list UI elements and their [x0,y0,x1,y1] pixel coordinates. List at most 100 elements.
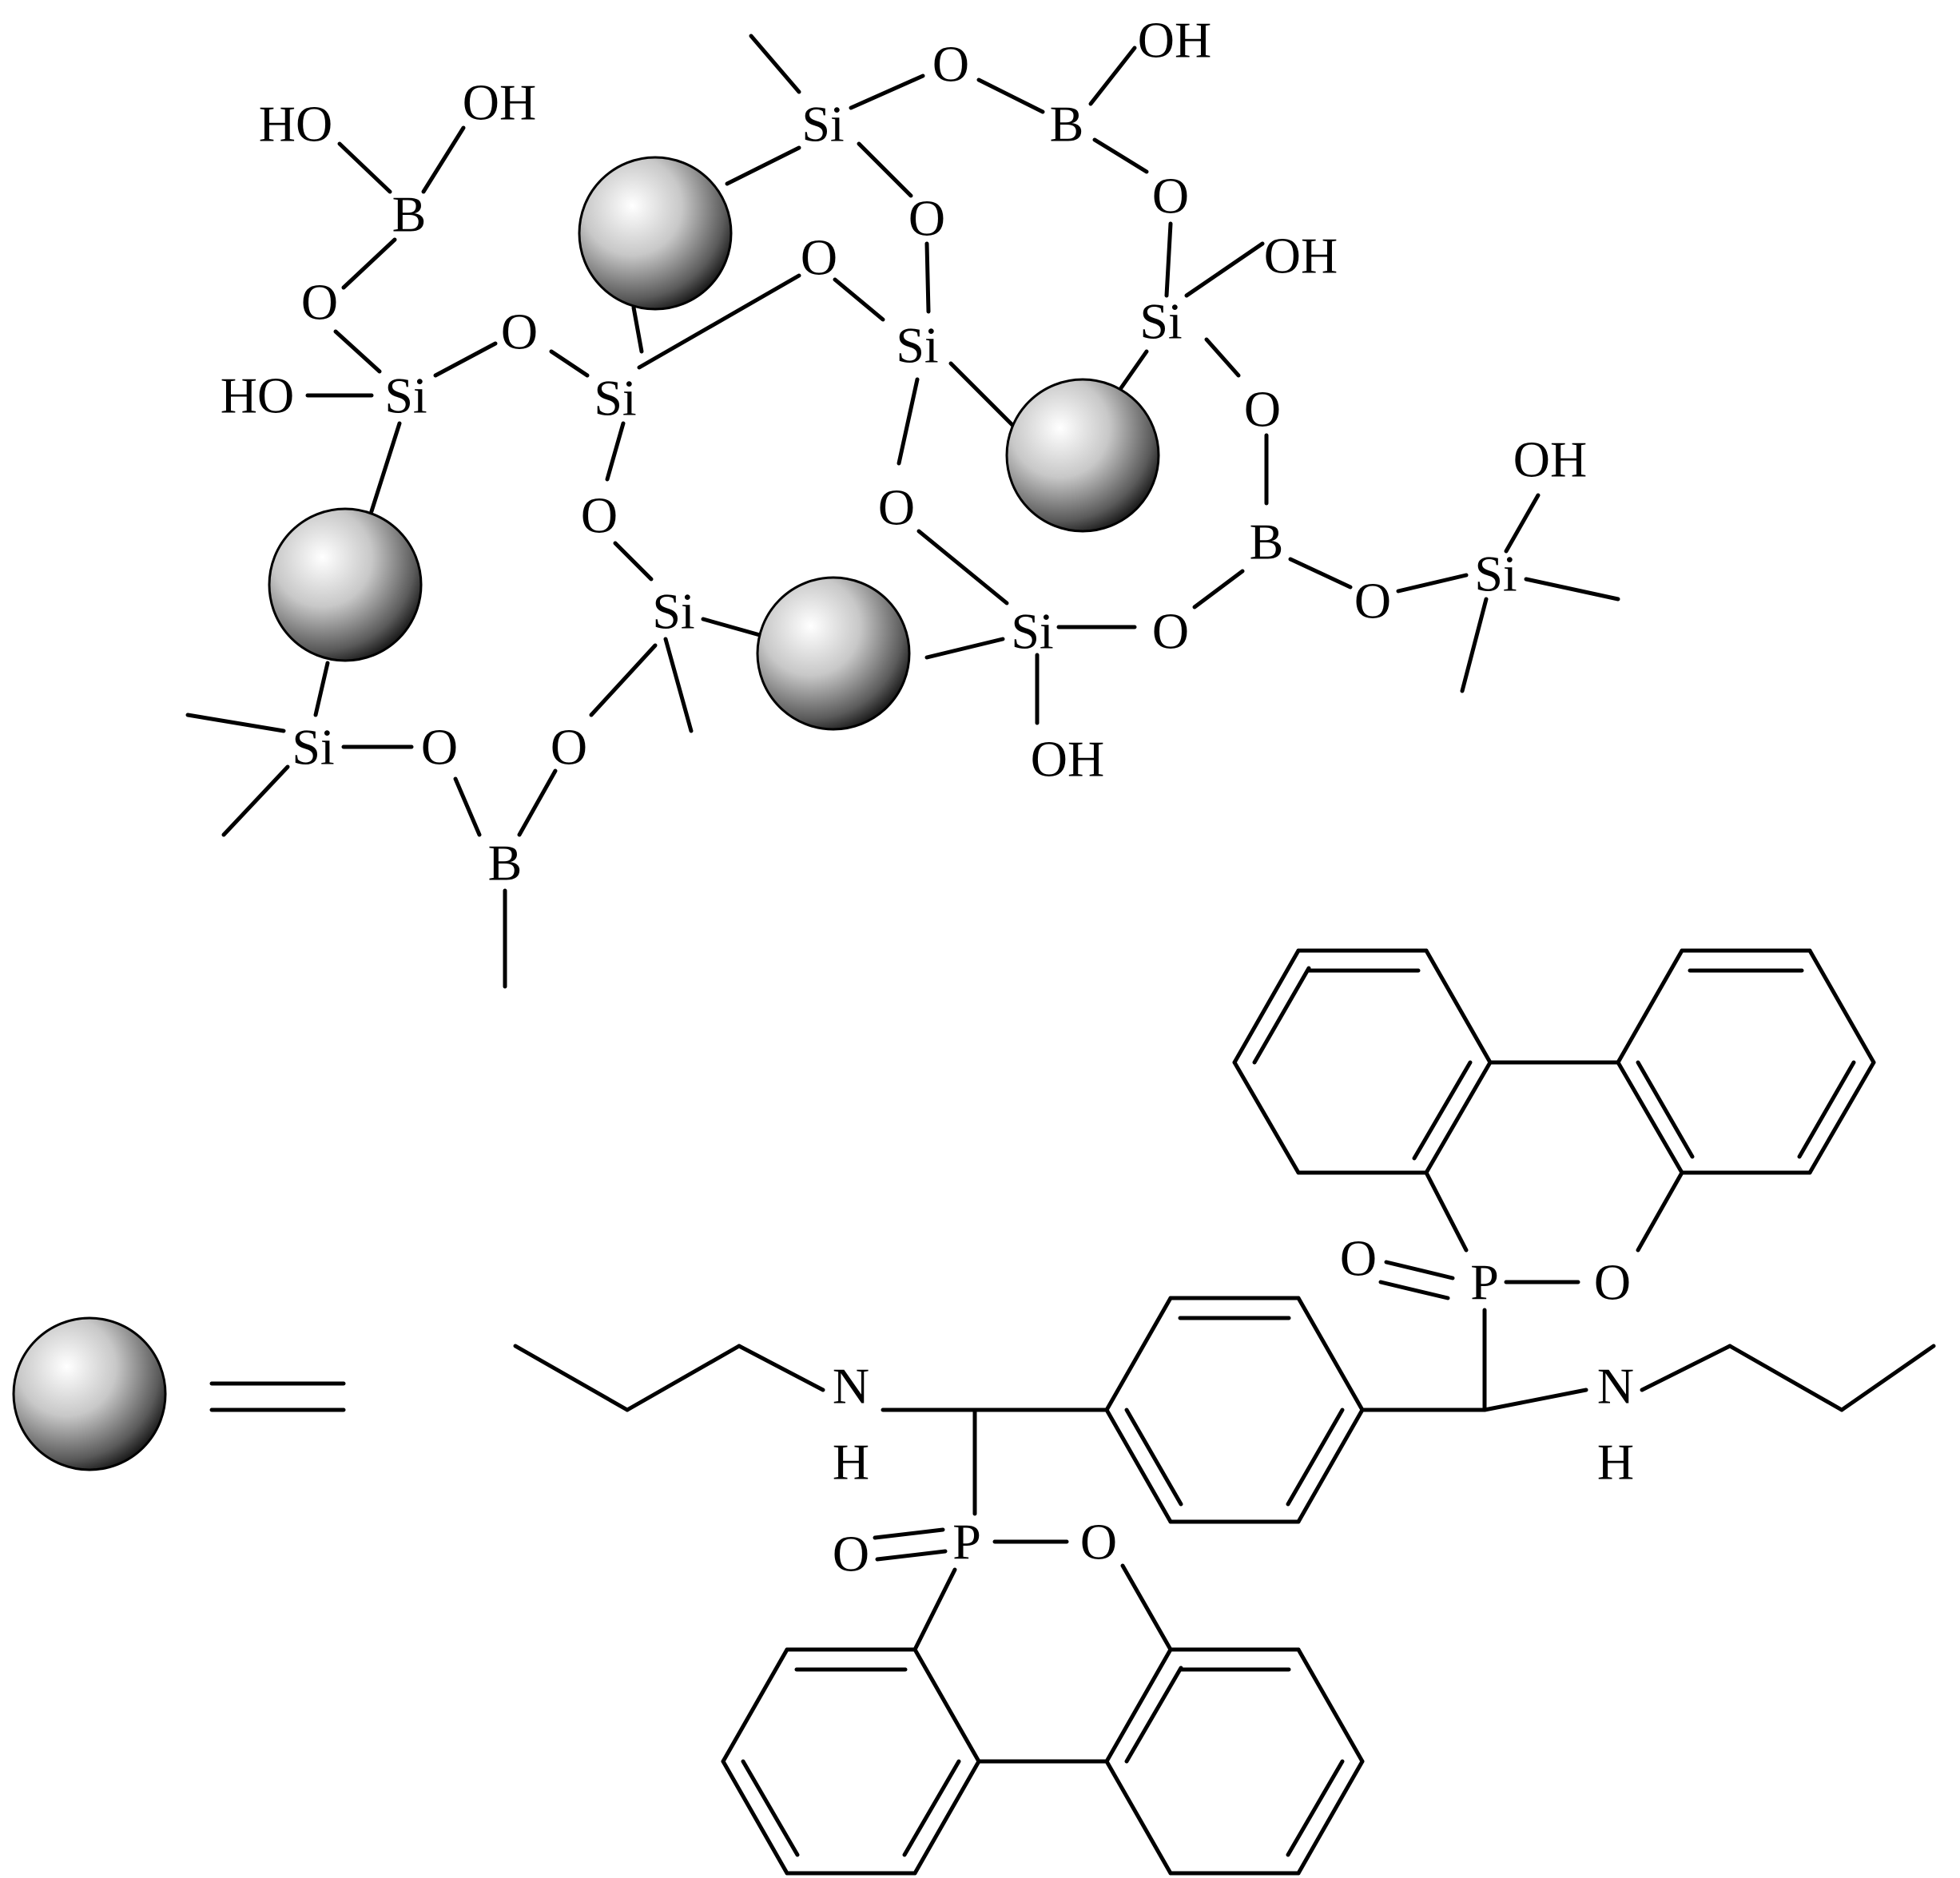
bond [1232,948,1301,1065]
atom-oh: OH [1513,431,1587,488]
bond-si1-sphere [369,421,402,514]
sphere-legend [12,1316,346,1471]
network-atom-labels: HO OH B O HO Si O Si O Si O B O Si Si O … [221,12,1587,891]
bond [1616,948,1684,1065]
grey-sphere-icon [268,507,423,662]
atom-o: O [1340,1230,1377,1287]
bond-si-mid-sphere [948,361,1017,430]
siloxane-boron-network: HO OH B O HO Si O Si O Si O B O Si Si O … [185,12,1620,989]
atom-o: O [421,719,458,776]
bond [902,1759,961,1857]
atom-h: H [833,1434,869,1491]
bond [1807,948,1876,1065]
bond-si-mid-o-down [897,377,920,466]
bond [1797,1060,1856,1159]
bond [1296,1759,1365,1876]
bond [1296,1296,1365,1412]
atom-n: N [833,1358,869,1415]
atom-o: O [301,274,338,331]
atom-p: P [952,1514,981,1570]
bond [912,1759,981,1876]
bond-si4-methyl [185,713,286,733]
bond [1286,1759,1345,1857]
bond-b-right-o [1192,569,1245,609]
bond [737,1344,825,1392]
bond-si2-sphere [631,305,644,354]
bond-si1-o [433,341,498,378]
atom-o: O [1354,573,1391,629]
bond-b-right-o2 [1288,557,1353,590]
atom-p: P [1470,1254,1499,1311]
bond-oh-b [421,125,466,194]
bond-b-oh-top [1088,46,1137,106]
bond-si3-methyl [663,637,694,733]
grey-sphere-icon [1005,378,1160,533]
atom-si: Si [652,583,694,640]
bond-o-si-far [1396,573,1469,594]
bond-si-far-methyl [1524,577,1620,602]
atom-ho: HO [259,96,332,153]
network-bonds [185,34,1620,989]
bond-b-o-right [1092,137,1149,174]
atom-si: Si [1011,603,1053,660]
bond-o-si3 [613,541,654,582]
atom-si: Si [896,317,938,374]
atom-si: Si [594,370,636,427]
atom-o: O [833,1526,869,1582]
bond [873,1527,945,1540]
bond [1252,966,1311,1065]
atom-si: Si [1139,293,1182,350]
bond-si4-methyl2 [221,764,290,837]
bond-si4-sphere [313,661,330,717]
bond [1424,1170,1469,1253]
atom-o: O [581,487,618,544]
bond [1616,1060,1684,1175]
bond-o-b-top [976,77,1045,114]
atom-b: B [392,186,427,243]
bond-o-si2 [549,349,590,378]
bond [721,1759,789,1876]
bond-si-right-oh [1184,241,1265,298]
bond-si3-sphere [701,617,768,639]
atom-o: O [501,304,538,360]
bond [1378,1280,1450,1300]
atom-b: B [1050,96,1084,153]
bond-si2-o-down [605,421,626,482]
bond-si-top-o [849,73,925,110]
molecule-bonds [513,948,1936,1876]
bond-o-si1 [333,329,382,374]
atom-b: B [1250,514,1284,570]
bond [1807,1060,1876,1175]
bond-b-o [341,237,397,290]
bond [1120,1563,1173,1652]
bond-si-right-sphere [1116,349,1149,394]
atom-o: O [1080,1514,1117,1570]
bond [1124,1666,1183,1764]
atom-oh: OH [1031,731,1104,788]
atom-si: Si [384,367,427,424]
bond-si-far-methyl2 [1460,597,1489,693]
bond-methyl-si-top [749,34,801,94]
atom-oh: OH [1264,228,1338,284]
bond [1636,1060,1695,1159]
grey-sphere-icon [756,576,911,731]
bond [912,1567,957,1652]
atom-o: O [932,36,969,93]
atom-o: O [1244,381,1281,438]
bond [1839,1344,1936,1412]
bond [1296,1408,1365,1524]
atom-ho: HO [221,367,294,424]
bond-si3-o [589,643,658,717]
atom-o: O [1594,1254,1631,1311]
bond-o-si-low [916,529,1009,605]
bond-sphere-si-low [924,637,1005,660]
atom-o: O [1152,168,1189,224]
atom-oh: OH [463,74,536,131]
bond-o-si-mid-left [833,277,885,322]
bond [721,1647,789,1764]
bond-si2-o [637,273,801,370]
bond [741,1759,800,1857]
bond [912,1647,981,1764]
atom-n: N [1597,1358,1634,1415]
